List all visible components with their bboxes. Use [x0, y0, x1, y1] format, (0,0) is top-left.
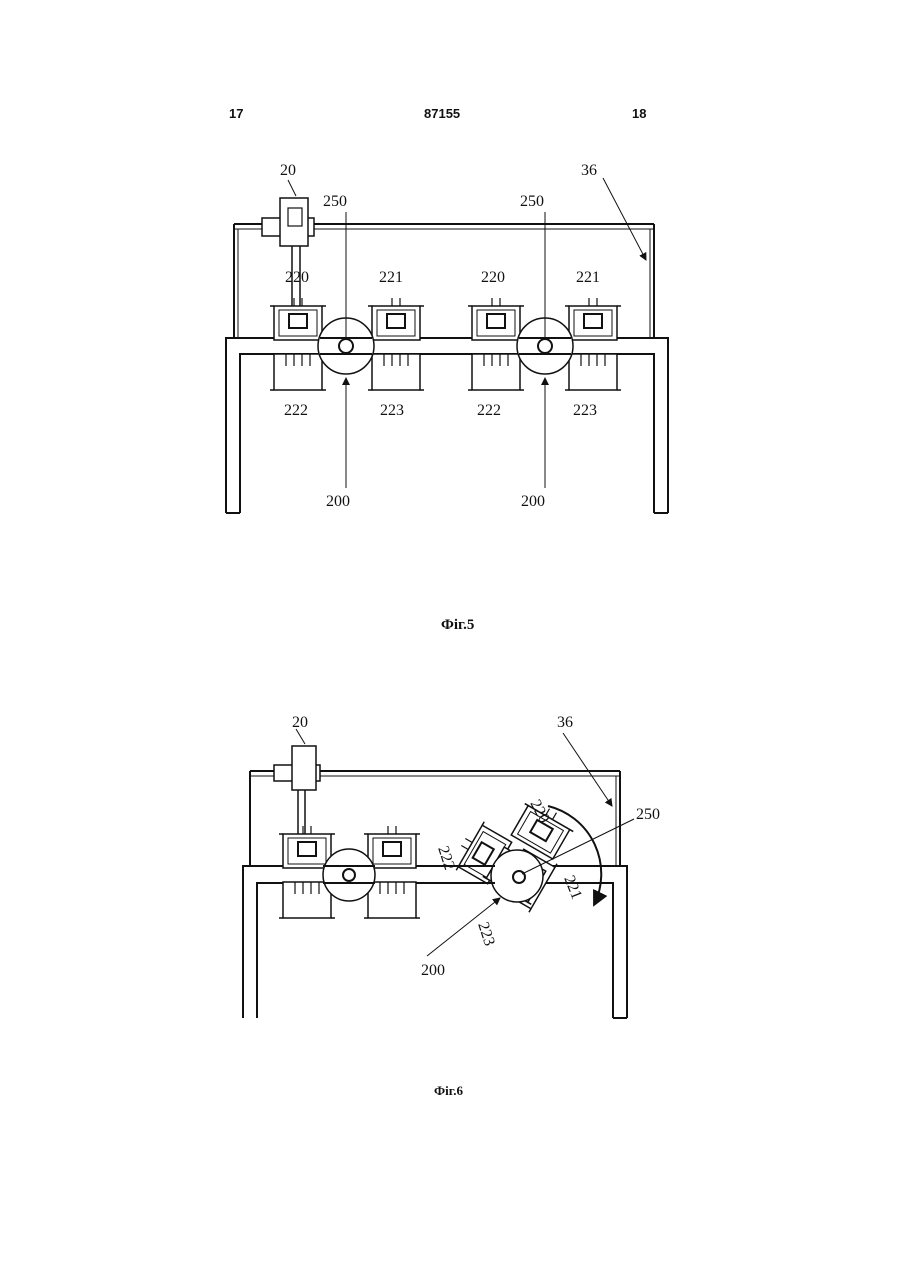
fig5-label-20: 20 — [280, 162, 296, 179]
fig6-label-36: 36 — [557, 714, 573, 731]
fig5-label-223-right: 223 — [573, 402, 597, 419]
fig5-label-250-left: 250 — [323, 193, 347, 210]
figure-5-drawing: 20 36 250 250 220 221 220 221 222 223 22… — [226, 162, 668, 513]
fig5-label-221-left: 221 — [379, 269, 403, 286]
fig5-label-223-left: 223 — [380, 402, 404, 419]
figure-5-caption: Фіг.5 — [441, 617, 474, 634]
fig5-label-200-left: 200 — [326, 493, 350, 510]
fig6-label-250: 250 — [636, 806, 660, 823]
figure-6-drawing: 20 36 250 220 222 221 223 200 — [243, 714, 660, 1018]
fig6-label-200: 200 — [421, 962, 445, 979]
figure-6-caption: Фіг.6 — [434, 1083, 463, 1099]
fig6-label-223: 223 — [474, 920, 498, 948]
fig6-label-221: 221 — [560, 873, 585, 902]
fig6-label-20: 20 — [292, 714, 308, 731]
fig5-label-221-right: 221 — [576, 269, 600, 286]
fig5-label-220-left: 220 — [285, 269, 309, 286]
fig5-label-222-right: 222 — [477, 402, 501, 419]
fig5-label-220-right: 220 — [481, 269, 505, 286]
fig5-label-250-right: 250 — [520, 193, 544, 210]
fig5-label-36: 36 — [581, 162, 597, 179]
fig5-label-200-right: 200 — [521, 493, 545, 510]
fig5-label-222-left: 222 — [284, 402, 308, 419]
fig6-label-222: 222 — [434, 844, 458, 872]
